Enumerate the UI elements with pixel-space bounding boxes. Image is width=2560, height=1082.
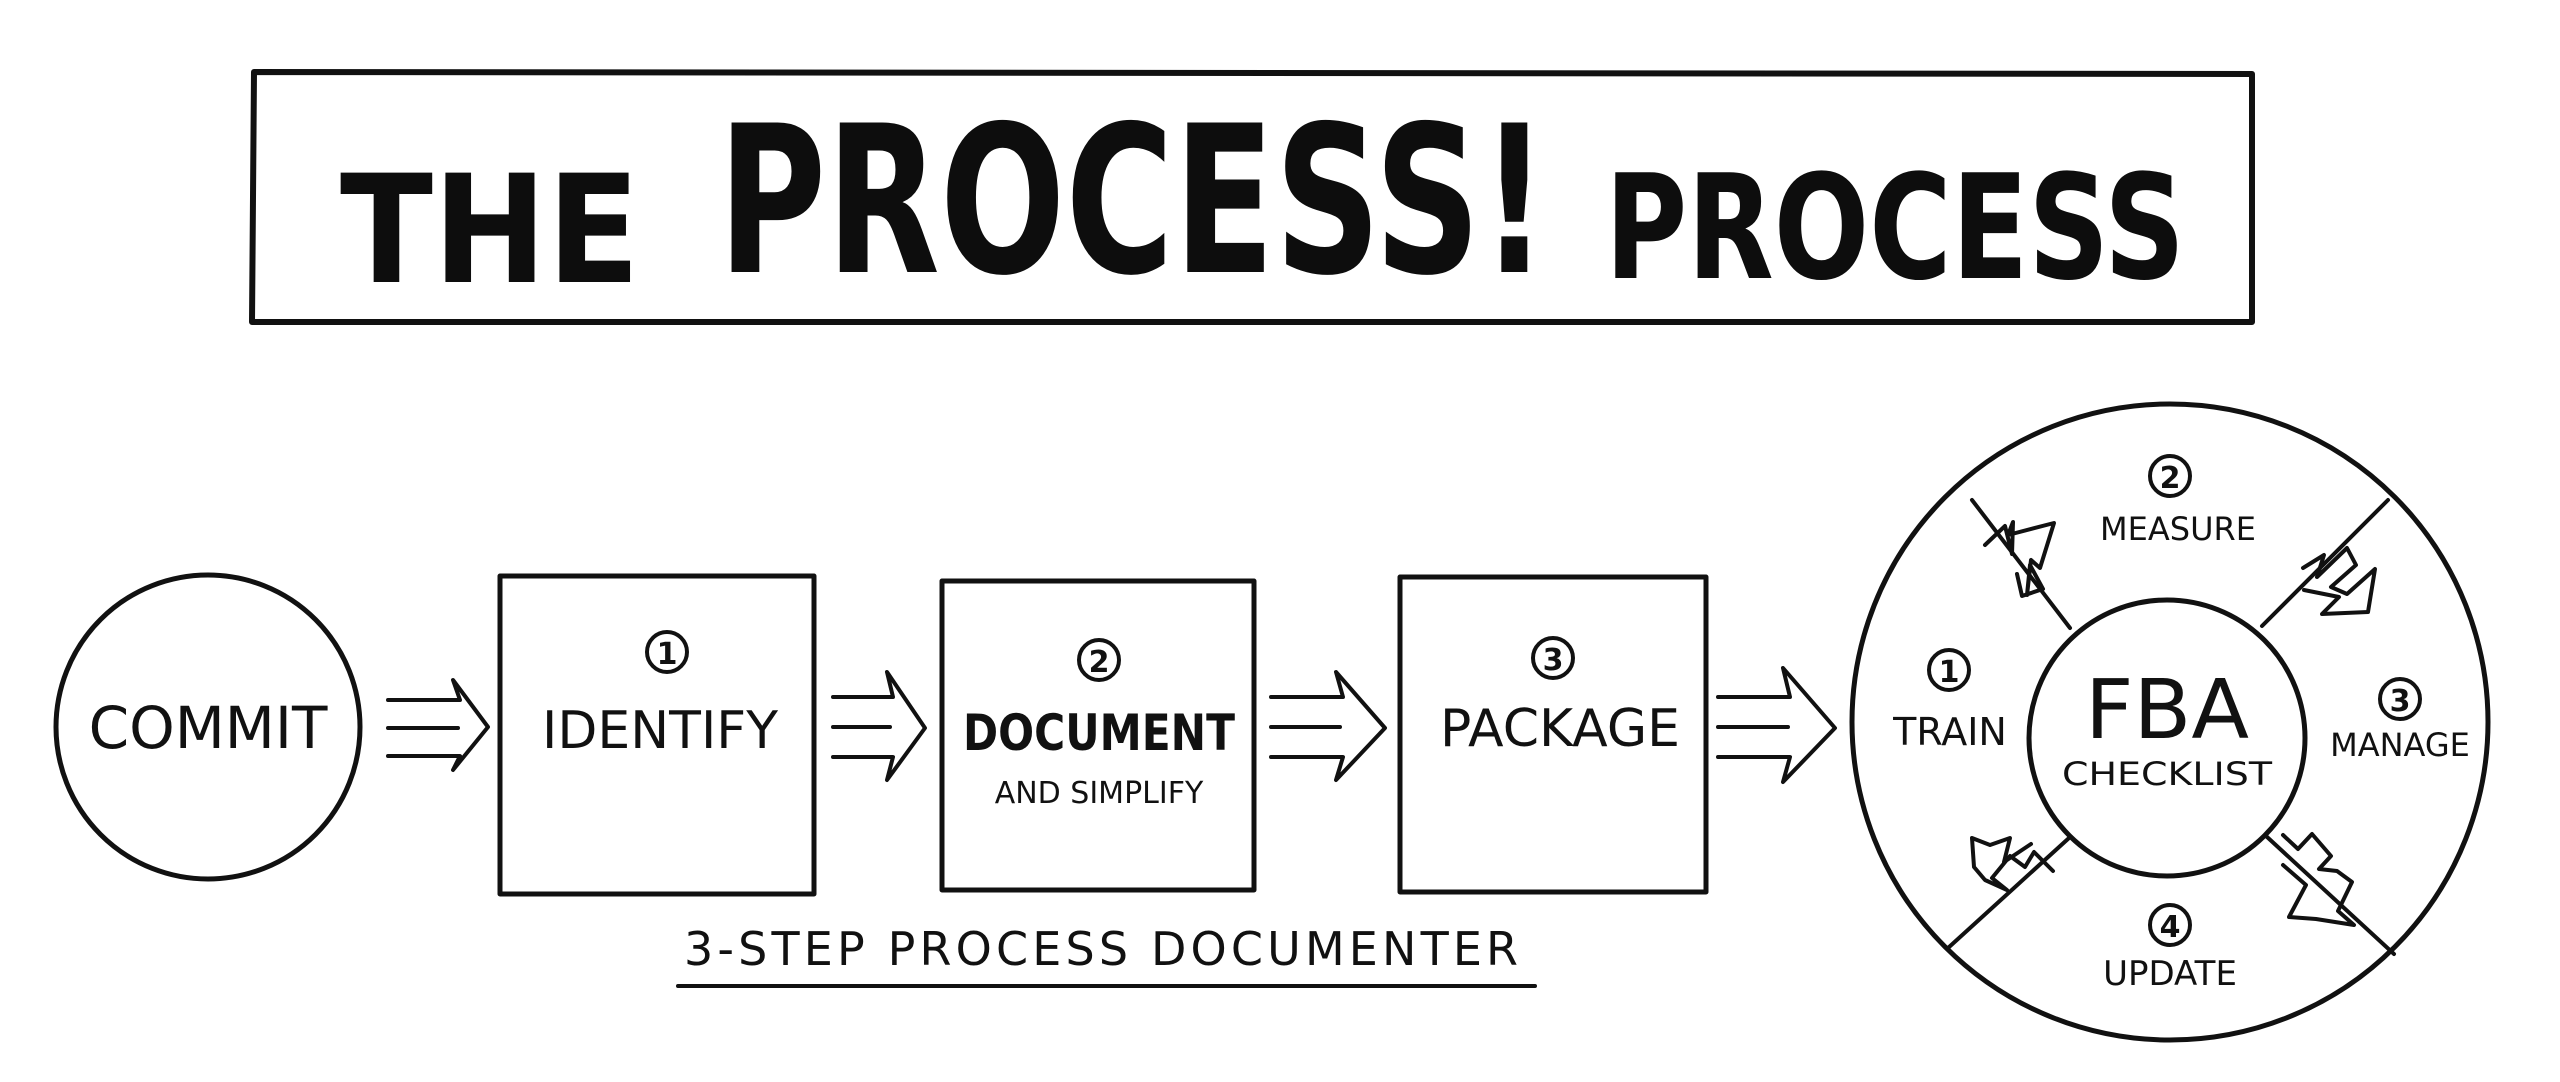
identify-box xyxy=(497,573,817,897)
cycle-center-subtitle: CHECKLIST xyxy=(2062,755,2273,793)
documenter-caption: 3-STEP PROCESS DOCUMENTER xyxy=(684,922,1524,976)
step-1-badge xyxy=(645,630,689,674)
cycle-item-2-number: 2 xyxy=(2160,461,2181,496)
cycle-arrow-bottom-right xyxy=(2281,832,2356,927)
commit-label: COMMIT xyxy=(89,694,328,762)
cycle-item-4-label: UPDATE xyxy=(2103,954,2237,994)
step-3-badge xyxy=(1531,636,1575,680)
cycle-item-1-badge xyxy=(1927,648,1971,692)
documenter-caption-group: 3-STEP PROCESS DOCUMENTER xyxy=(676,922,1537,988)
cycle-arrow-bottom-left xyxy=(1970,836,2055,892)
cycle-inner-circle xyxy=(2026,597,2308,879)
title-frame xyxy=(249,69,2255,325)
document-step: 2 DOCUMENT AND SIMPLIFY xyxy=(939,578,1257,893)
package-step: 3 PACKAGE xyxy=(1397,574,1709,895)
spoke-bottom-left xyxy=(1946,836,2071,950)
cycle-arrow-top-right xyxy=(2301,546,2377,616)
cycle-item-1-label: TRAIN xyxy=(1892,710,2007,754)
document-label: DOCUMENT xyxy=(963,704,1235,762)
double-arrow-1 xyxy=(386,678,490,772)
document-box xyxy=(939,578,1257,893)
step-2-number: 2 xyxy=(1089,645,1110,680)
cycle-item-3-number: 3 xyxy=(2390,684,2411,719)
title-the: THE xyxy=(340,144,640,318)
double-arrow-2 xyxy=(831,670,927,782)
commit-step: COMMIT xyxy=(53,572,363,882)
title-process-exclaim: PROCESS! xyxy=(718,83,1548,321)
spoke-top-left xyxy=(1970,498,2072,630)
cycle-item-4-number: 4 xyxy=(2160,910,2181,945)
cycle-item-2-badge xyxy=(2148,454,2192,498)
cycle-item-3-badge xyxy=(2378,677,2422,721)
cycle-item-4-badge xyxy=(2148,903,2192,947)
commit-circle xyxy=(53,572,363,882)
spoke-top-right xyxy=(2260,498,2390,628)
step-2-badge xyxy=(1077,638,1121,682)
cycle-item-1-number: 1 xyxy=(1939,655,1960,690)
cycle-center-title: FBA xyxy=(2085,663,2249,758)
title-banner: THE PROCESS! PROCESS xyxy=(249,69,2255,325)
cycle-item-2-label: MEASURE xyxy=(2100,510,2256,548)
title-process: PROCESS xyxy=(1605,144,2185,313)
step-1-number: 1 xyxy=(657,637,678,672)
package-label: PACKAGE xyxy=(1440,699,1680,759)
fba-cycle: FBA CHECKLIST 1 TRAIN 2 MEASURE 3 MANAGE… xyxy=(1849,401,2491,1043)
package-box xyxy=(1397,574,1709,895)
spoke-bottom-right xyxy=(2264,834,2396,956)
cycle-outer-circle xyxy=(1849,401,2491,1043)
identify-step: 1 IDENTIFY xyxy=(497,573,817,897)
identify-label: IDENTIFY xyxy=(542,701,778,761)
double-arrow-4 xyxy=(1716,666,1837,784)
document-sublabel: AND SIMPLIFY xyxy=(995,776,1204,811)
cycle-item-3-label: MANAGE xyxy=(2330,726,2470,764)
step-3-number: 3 xyxy=(1543,643,1564,678)
double-arrow-3 xyxy=(1269,670,1387,782)
cycle-arrow-top-left xyxy=(1983,520,2056,598)
